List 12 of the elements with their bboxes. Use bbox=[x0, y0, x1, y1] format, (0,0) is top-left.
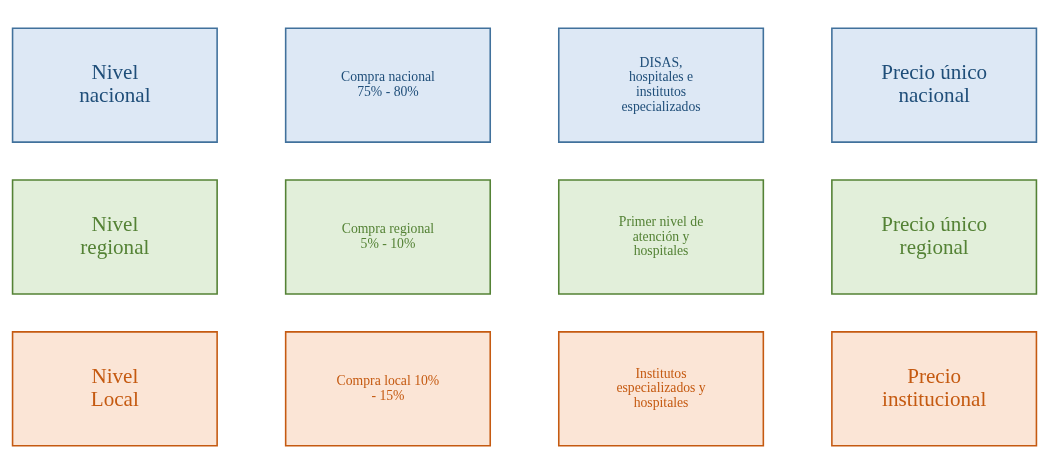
node-box: Nivel nacional bbox=[11, 26, 218, 143]
node-box: Precio único nacional bbox=[831, 26, 1038, 143]
node-box: Compra regional 5% - 10% bbox=[284, 178, 492, 295]
node-box: Nivel regional bbox=[11, 178, 218, 295]
node-box: Compra local 10% - 15% bbox=[284, 330, 492, 447]
node-box: Precio único regional bbox=[831, 178, 1038, 295]
node-box: Nivel Local bbox=[11, 330, 218, 447]
node-box: Precio institucional bbox=[831, 330, 1038, 447]
node-box: DISAS, hospitales e institutos especializados bbox=[558, 26, 765, 143]
node-box: Institutos especializados y hospitales bbox=[558, 330, 765, 447]
node-box: Compra nacional 75% - 80% bbox=[284, 26, 492, 143]
node-box: Primer nivel de atención y hospitales bbox=[558, 178, 765, 295]
